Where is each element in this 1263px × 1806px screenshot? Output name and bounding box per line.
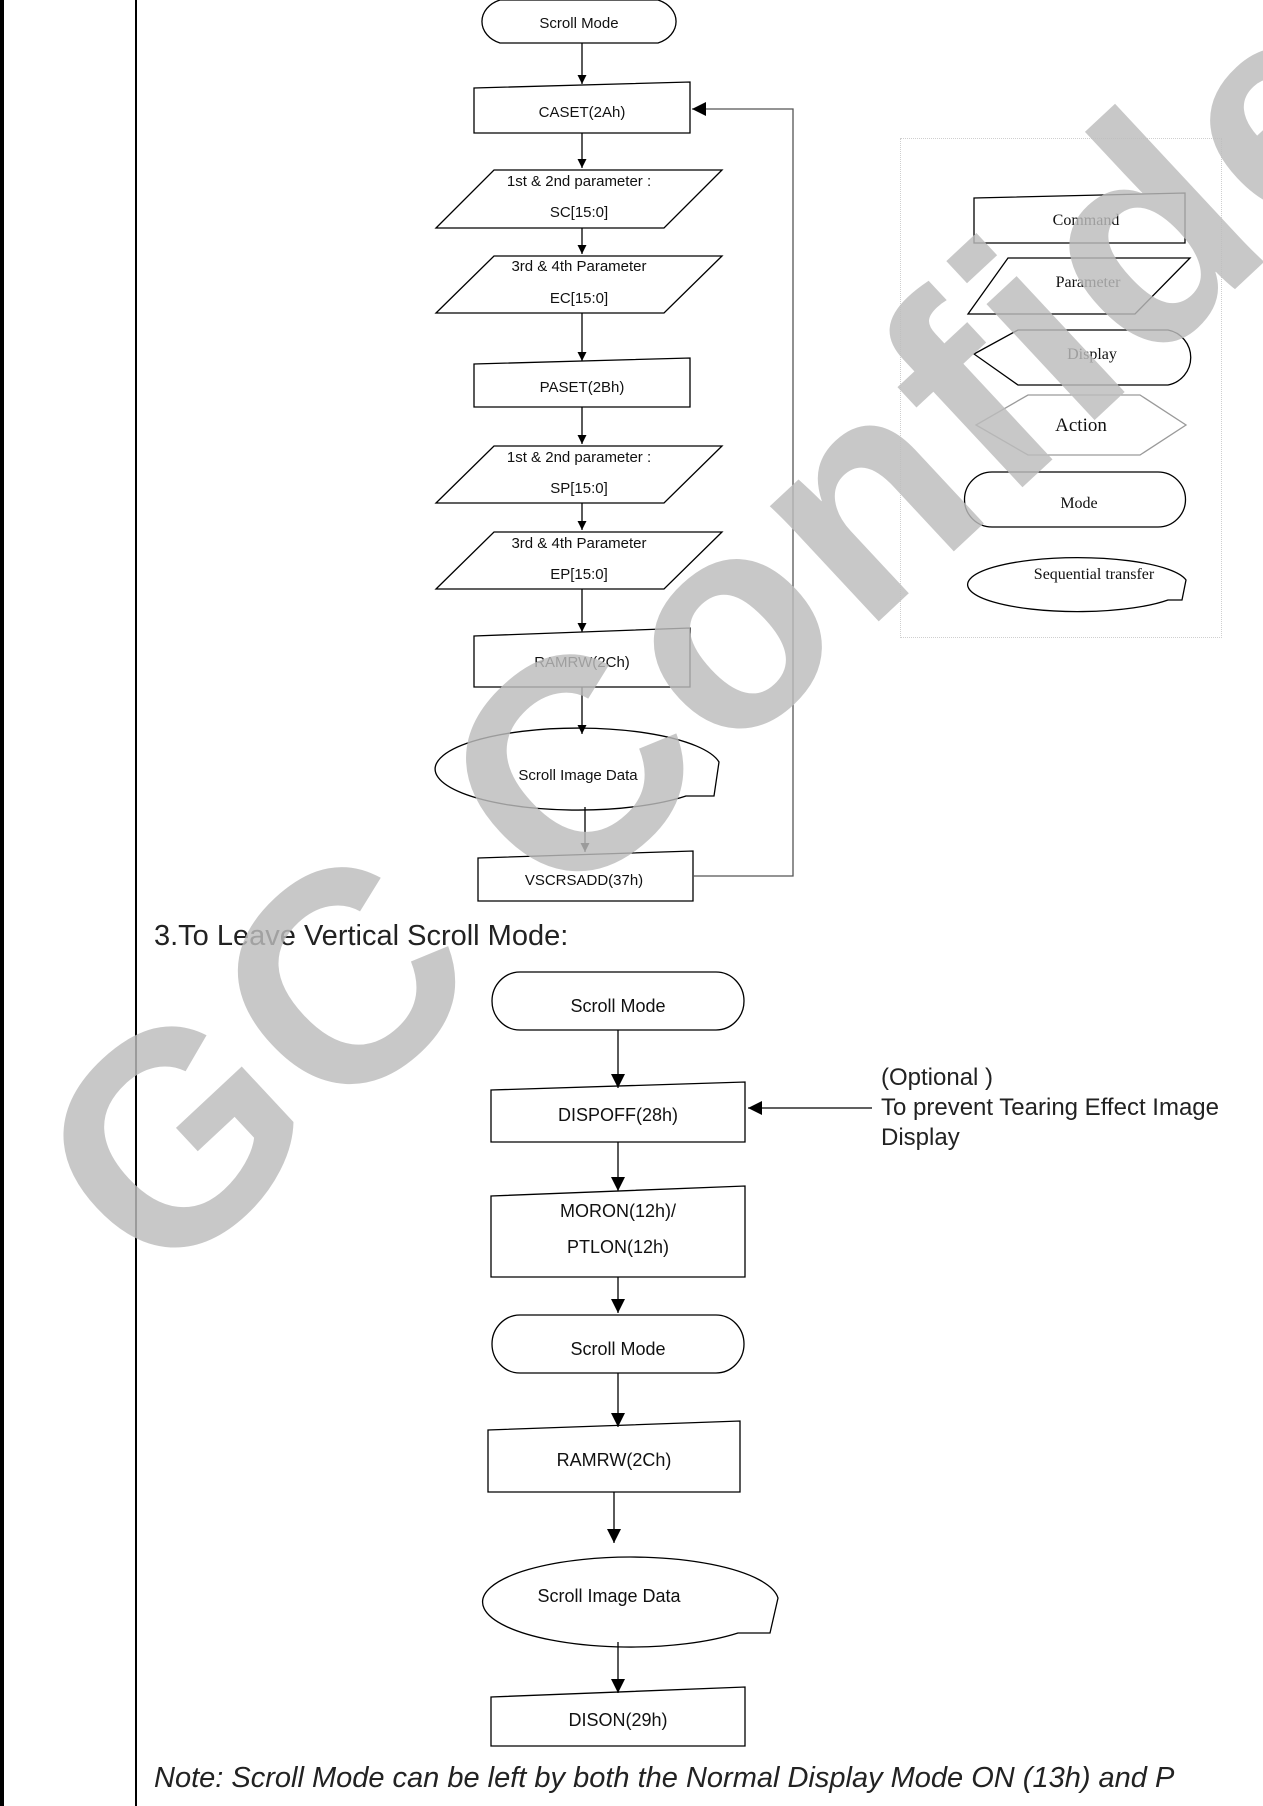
optional-note-line2: To prevent Tearing Effect Image	[881, 1094, 1219, 1121]
top-caset-param2	[434, 255, 724, 314]
legend-sequential-shape	[966, 556, 1187, 613]
bottom-moron-command	[490, 1185, 746, 1278]
bottom-mode	[491, 1314, 745, 1374]
bottom-moron-line2: PTLON(12h)	[567, 1237, 669, 1257]
top-paset-label: PASET(2Bh)	[540, 379, 625, 396]
top-caset-label: CASET(2Ah)	[539, 104, 626, 121]
legend-action-shape	[974, 394, 1188, 456]
top-vscrsadd-label: VSCRSADD(37h)	[525, 872, 643, 889]
top-image-data-label: Scroll Image Data	[518, 767, 638, 784]
top-paset-command	[473, 357, 691, 408]
top-start-label: Scroll Mode	[539, 15, 618, 32]
legend-parameter-shape	[966, 257, 1192, 315]
bottom-ramrw-label: RAMRW(2Ch)	[557, 1450, 672, 1470]
top-paset-param2-line1: 3rd & 4th Parameter	[511, 535, 646, 552]
legend-mode-label: Mode	[1060, 495, 1097, 512]
footnote: Note: Scroll Mode can be left by both th…	[154, 1762, 1175, 1794]
bottom-ramrw-command	[487, 1420, 741, 1493]
legend-command-label: Command	[1053, 212, 1120, 229]
legend-mode-shape	[963, 471, 1187, 528]
bottom-mode-label: Scroll Mode	[570, 1339, 665, 1359]
bottom-moron-line1: MORON(12h)/	[560, 1201, 676, 1221]
top-scroll-image-data	[434, 727, 720, 811]
legend-frame	[900, 138, 1222, 638]
legend-display-shape	[972, 329, 1192, 386]
top-paset-param1-line1: 1st & 2nd parameter :	[507, 449, 651, 466]
bottom-scroll-image-data	[481, 1556, 779, 1648]
optional-note-line1: (Optional )	[881, 1064, 994, 1091]
optional-note: (Optional ) To prevent Tearing Effect Im…	[881, 1063, 1219, 1153]
top-caset-param1	[434, 169, 724, 229]
bottom-dispoff-command	[490, 1081, 746, 1143]
top-start-mode	[481, 0, 677, 44]
section-heading: 3.To Leave Vertical Scroll Mode:	[154, 920, 569, 952]
top-caset-command	[473, 81, 691, 134]
legend-sequential-label: Sequential transfer	[1034, 566, 1155, 583]
top-caset-param2-line2: EC[15:0]	[550, 290, 608, 307]
top-caset-param2-line1: 3rd & 4th Parameter	[511, 258, 646, 275]
left-margin-rule-inner	[135, 0, 137, 1806]
top-paset-param2-line2: EP[15:0]	[550, 566, 608, 583]
legend-display-label: Display	[1067, 346, 1117, 363]
legend-action-label: Action	[1055, 415, 1107, 436]
top-vscrsadd-command	[477, 850, 694, 902]
top-ramrw-label: RAMRW(2Ch)	[534, 654, 630, 671]
top-paset-param1-line2: SP[15:0]	[550, 480, 608, 497]
bottom-image-data-label: Scroll Image Data	[537, 1586, 681, 1606]
left-margin-rule-outer	[0, 0, 4, 1806]
top-ramrw-command	[473, 627, 691, 688]
top-caset-param1-line2: SC[15:0]	[550, 204, 608, 221]
top-paset-param1	[434, 445, 724, 504]
legend-parameter-label: Parameter	[1056, 274, 1122, 291]
bottom-dison-label: DISON(29h)	[568, 1710, 667, 1730]
bottom-dison-command	[490, 1686, 746, 1747]
top-caset-param1-line1: 1st & 2nd parameter :	[507, 173, 651, 190]
top-loop-back-arrow	[692, 102, 794, 877]
bottom-start-label: Scroll Mode	[570, 996, 665, 1016]
legend-command-shape	[973, 192, 1186, 244]
bottom-dispoff-label: DISPOFF(28h)	[558, 1105, 678, 1125]
bottom-start-mode	[491, 971, 745, 1031]
top-paset-param2	[434, 531, 724, 590]
optional-note-line3: Display	[881, 1124, 960, 1151]
